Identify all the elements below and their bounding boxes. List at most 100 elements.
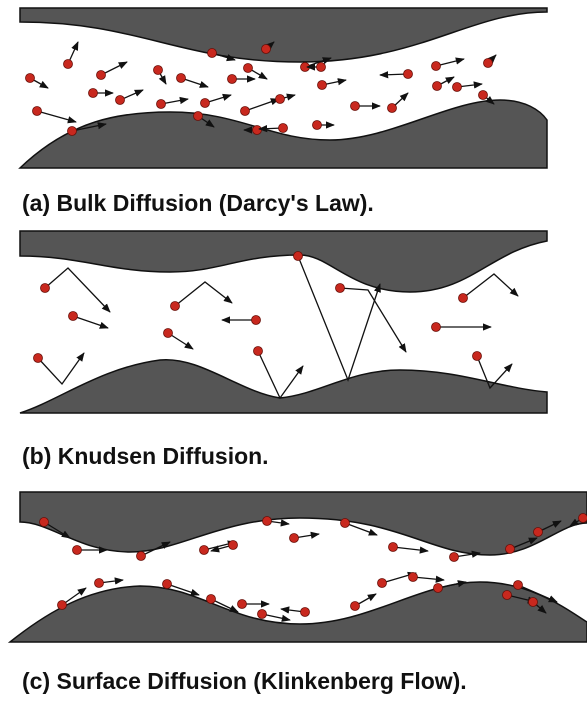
gas-molecule (237, 599, 247, 609)
molecule (528, 597, 547, 614)
motion-arrow (412, 575, 445, 583)
molecule (25, 73, 49, 89)
molecule (57, 587, 87, 610)
molecule (170, 281, 233, 311)
panel-c-molecules (39, 513, 587, 622)
molecule (335, 283, 407, 353)
gas-molecule (261, 44, 271, 54)
gas-molecule (472, 351, 482, 361)
gas-molecule (206, 594, 216, 604)
motion-arrow (257, 350, 304, 400)
motion-arrow (167, 332, 194, 350)
gas-molecule (32, 106, 42, 116)
gas-molecule (387, 103, 397, 113)
gas-molecule (63, 59, 73, 69)
motion-arrow (71, 122, 107, 132)
gas-molecule (227, 74, 237, 84)
molecule (257, 609, 291, 622)
gas-molecule (289, 533, 299, 543)
motion-arrow (61, 587, 87, 606)
gas-molecule (207, 48, 217, 58)
motion-arrow (43, 521, 71, 539)
gas-molecule (452, 82, 462, 92)
motion-arrow (462, 273, 519, 299)
molecule (94, 577, 124, 588)
molecule (432, 76, 455, 91)
panel-a-bottom-wall (18, 99, 548, 169)
motion-arrow (72, 315, 109, 329)
gas-molecule (300, 607, 310, 617)
molecule (136, 541, 171, 561)
gas-molecule (68, 311, 78, 321)
molecule (569, 513, 587, 527)
gas-molecule (533, 527, 543, 537)
gas-molecule (403, 69, 413, 79)
molecule (306, 62, 326, 72)
molecule (388, 542, 429, 554)
molecule (387, 92, 409, 113)
molecule (163, 328, 194, 350)
molecule (317, 78, 347, 90)
molecule (472, 351, 513, 390)
motion-arrow (297, 255, 381, 382)
molecule (210, 540, 238, 553)
molecule (227, 74, 256, 84)
motion-arrow (174, 281, 233, 307)
gas-molecule (505, 544, 515, 554)
molecule (88, 88, 114, 98)
panel-b-caption: (b) Knudsen Diffusion. (22, 443, 269, 469)
motion-arrow (37, 352, 85, 386)
gas-molecule (377, 578, 387, 588)
gas-molecule (243, 63, 253, 73)
gas-molecule (25, 73, 35, 83)
molecule (262, 516, 290, 527)
gas-molecule (502, 590, 512, 600)
gas-molecule (199, 545, 209, 555)
molecule (513, 580, 558, 603)
gas-molecule (458, 293, 468, 303)
gas-molecule (408, 572, 418, 582)
gas-molecule (433, 583, 443, 593)
panel-a-molecules (25, 41, 497, 136)
molecule (72, 545, 108, 555)
gas-molecule (72, 545, 82, 555)
molecule (261, 41, 275, 54)
gas-molecule (252, 125, 262, 135)
molecule (533, 520, 562, 537)
molecule (312, 120, 335, 130)
gas-molecule (478, 90, 488, 100)
panel-a: (a) Bulk Diffusion (Darcy's Law). (18, 7, 548, 216)
panel-b-molecules (33, 251, 519, 400)
molecule (293, 251, 381, 382)
motion-arrow (44, 267, 111, 313)
gas-molecule (251, 315, 261, 325)
gas-molecule (262, 516, 272, 526)
molecule (258, 123, 288, 133)
gas-molecule (153, 65, 163, 75)
molecule (350, 593, 377, 611)
gas-molecule (432, 81, 442, 91)
molecule (115, 89, 144, 105)
molecule (289, 531, 320, 543)
gas-molecule (170, 301, 180, 311)
panel-c: (c) Surface Diffusion (Klinkenberg Flow)… (7, 491, 587, 694)
gas-molecule (350, 601, 360, 611)
molecule (199, 540, 237, 555)
molecule (32, 106, 77, 124)
gas-molecule (162, 579, 172, 589)
gas-molecule (40, 283, 50, 293)
gas-molecule (253, 346, 263, 356)
gas-molecule (449, 552, 459, 562)
panel-b: (b) Knudsen Diffusion. (19, 230, 548, 469)
panel-c-bottom-wall (7, 581, 587, 643)
gas-molecule (240, 106, 250, 116)
panel-a-top-wall (19, 7, 548, 63)
molecule (433, 580, 467, 593)
motion-arrow (140, 541, 171, 557)
molecule (275, 93, 296, 104)
molecule (156, 96, 189, 109)
molecule (449, 550, 481, 562)
gas-molecule (578, 513, 587, 523)
motion-arrow (244, 98, 280, 112)
